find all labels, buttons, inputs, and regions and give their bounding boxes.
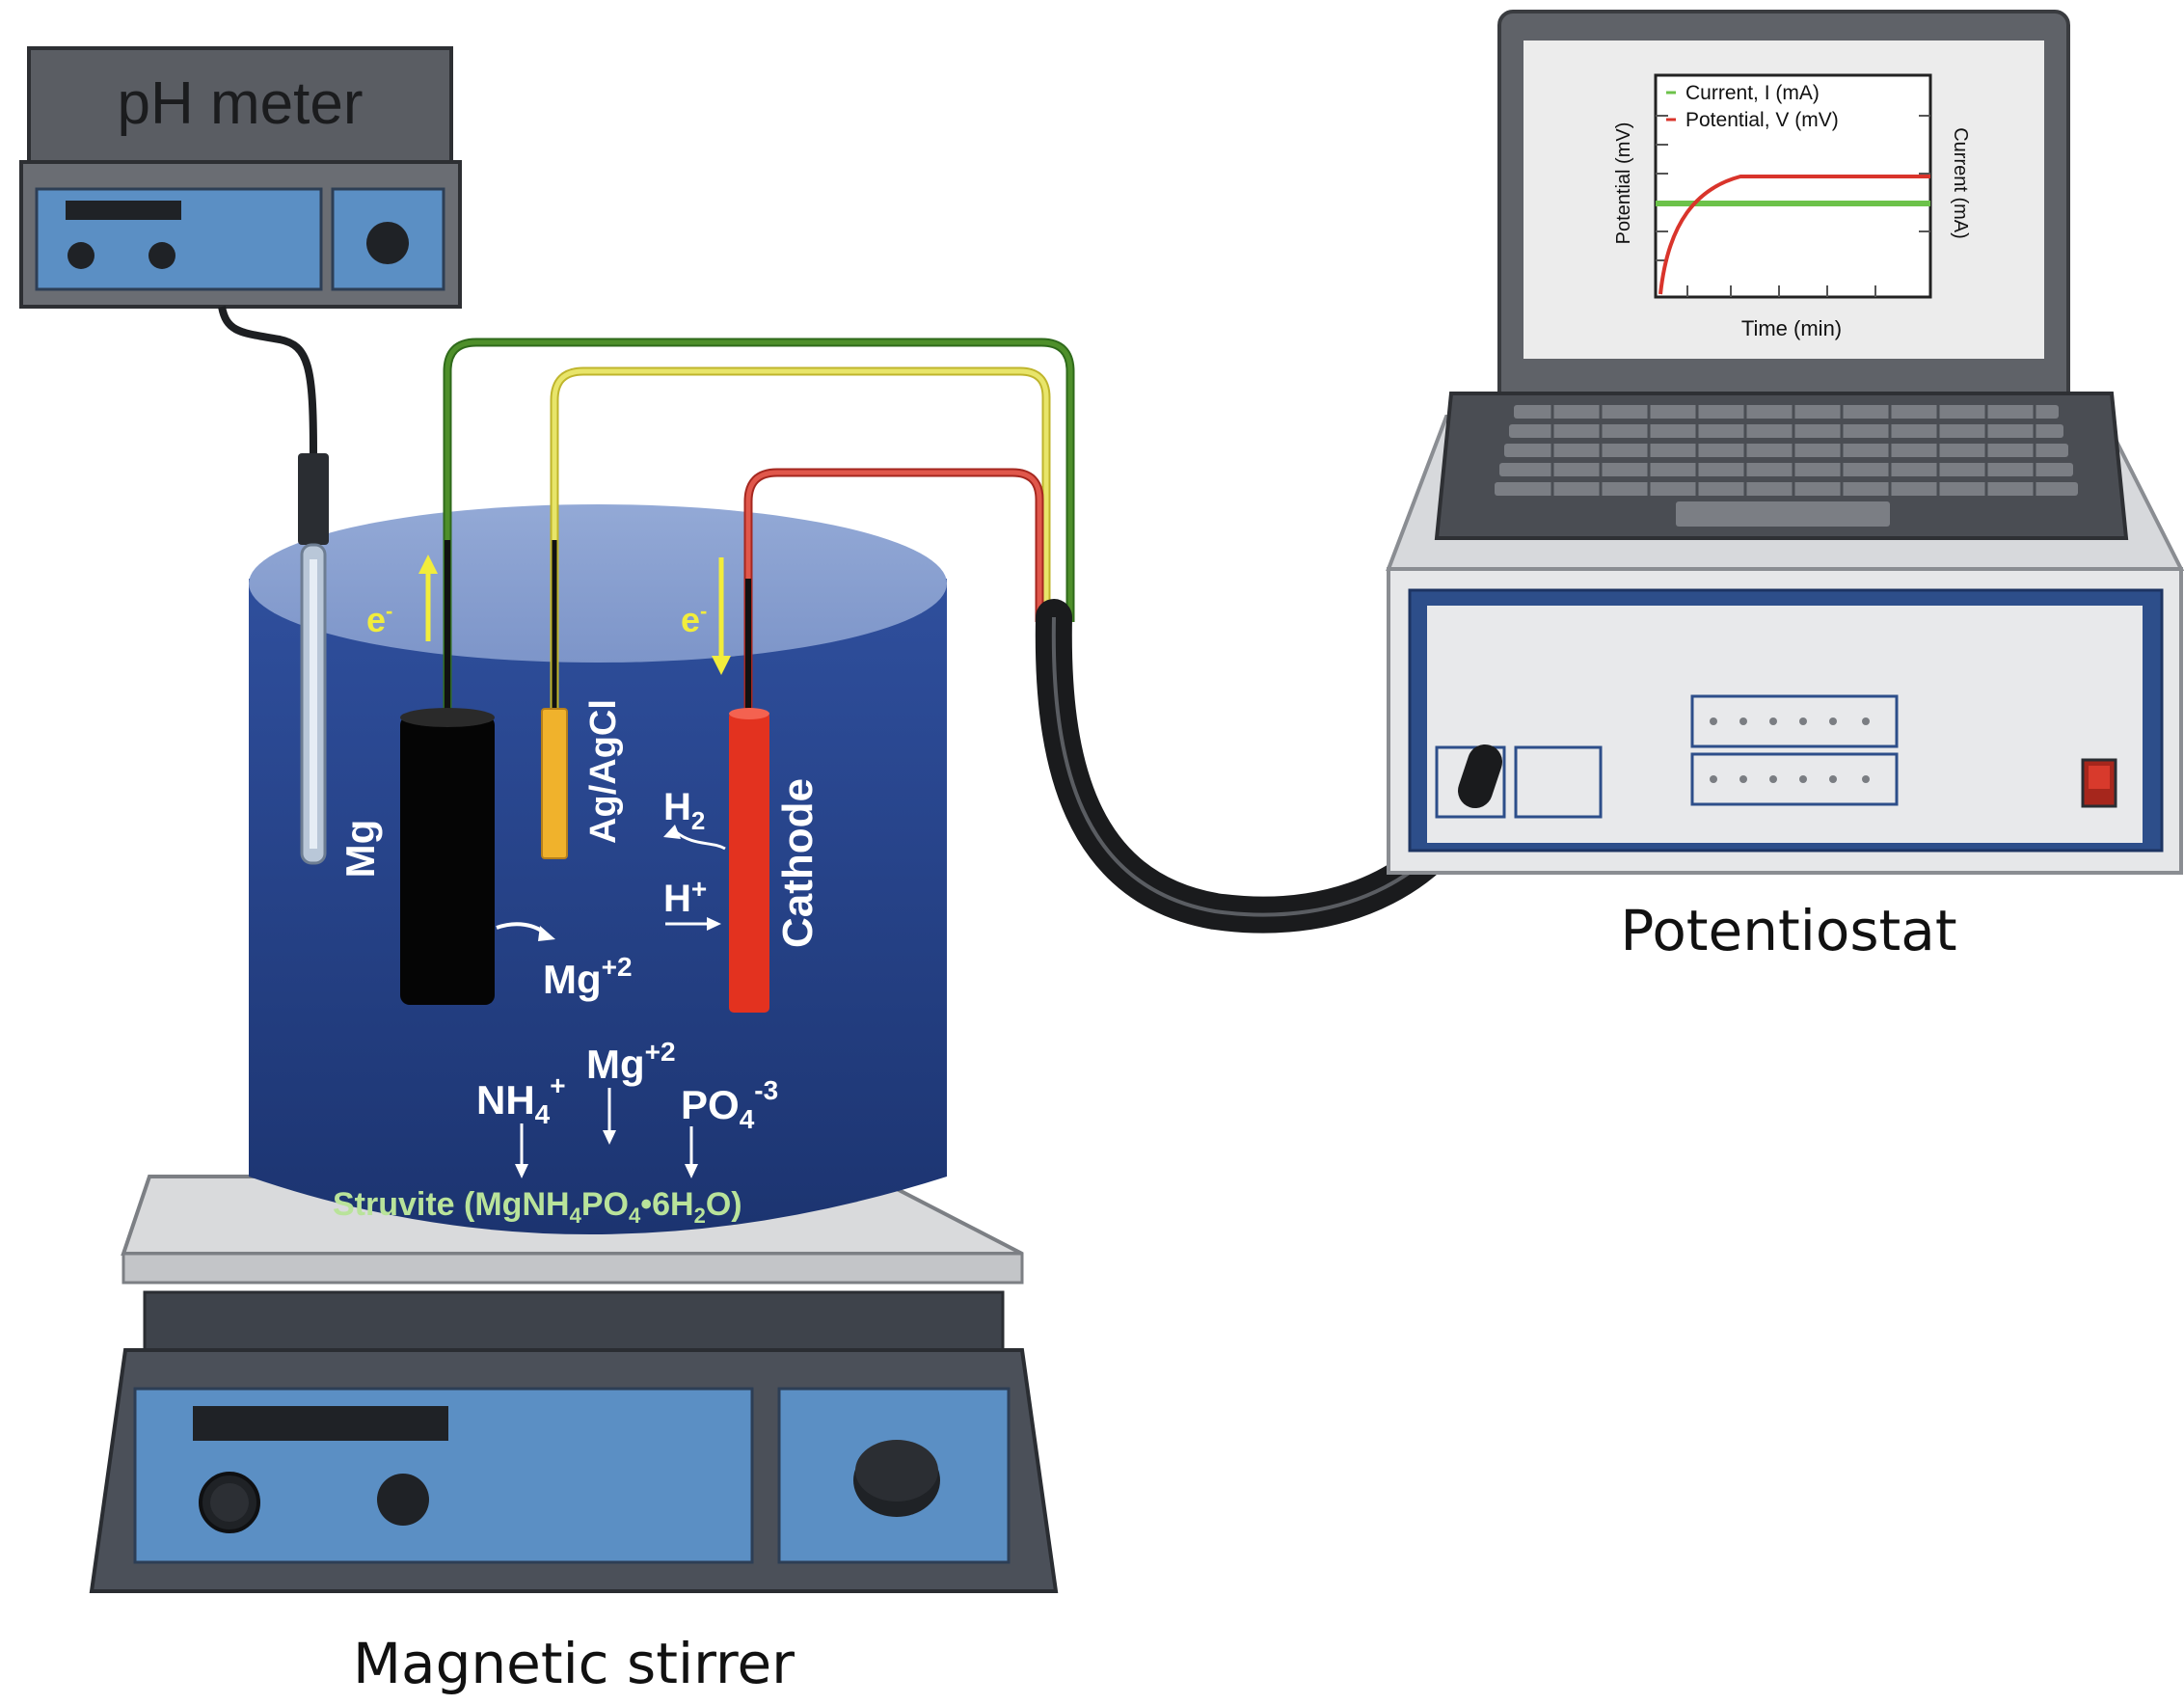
mg-label: Mg <box>337 820 383 879</box>
potentiostat-label: Potentiostat <box>1620 898 1956 963</box>
stirrer-display <box>193 1406 448 1441</box>
ph-meter-knob[interactable] <box>67 242 94 269</box>
ph-meter-dial[interactable] <box>366 222 409 264</box>
potentiostat-port[interactable] <box>1514 745 1603 819</box>
electron-flow-cathode: e- <box>681 557 731 675</box>
stirrer-knob[interactable] <box>377 1474 429 1526</box>
electron-flow-anode: e- <box>366 555 438 641</box>
solution-surface <box>249 504 947 663</box>
svg-text:H+: H+ <box>663 874 707 920</box>
struvite-label: Struvite (MgNH4PO4•6H2O) <box>333 1186 742 1228</box>
laptop-chart: Current, I (mA) Potential, V (mV) Potent… <box>1613 73 1971 340</box>
electron-label: e <box>366 600 386 639</box>
ph-meter-display <box>66 201 181 220</box>
chart-ylabel-left: Potential (mV) <box>1613 122 1634 245</box>
cathode-label: Cathode <box>774 778 822 948</box>
svg-text:H2: H2 <box>663 786 705 835</box>
mg-ion-released: Mg+2 <box>543 952 633 1002</box>
legend-potential: Potential, V (mV) <box>1685 109 1839 131</box>
svg-text:e-: e- <box>366 599 392 639</box>
h2-species: H2 <box>663 786 726 851</box>
cathode-electrode <box>729 708 769 1013</box>
mg-ion-precip: Mg+2 <box>586 1037 676 1087</box>
solution <box>249 579 947 1234</box>
ph-meter-label: pH meter <box>118 70 364 137</box>
laptop-trackpad[interactable] <box>1676 501 1890 527</box>
potential-series-line <box>1658 175 1930 295</box>
ph-probe <box>298 453 329 865</box>
reference-electrode <box>541 708 568 859</box>
hplus-species: H+ <box>663 874 721 931</box>
electron-label: e <box>681 600 700 639</box>
nh4-ion: NH4+ <box>476 1070 566 1129</box>
legend-current: Current, I (mA) <box>1685 82 1820 104</box>
po4-ion: PO4-3 <box>681 1075 778 1134</box>
ph-probe-cable <box>218 306 317 454</box>
ph-meter-knob[interactable] <box>148 242 175 269</box>
chart-ylabel-right: Current (mA) <box>1950 127 1971 239</box>
svg-text:e-: e- <box>681 599 707 639</box>
reference-label: Ag/AgCl <box>583 699 624 844</box>
magnetic-stirrer-label: Magnetic stirrer <box>353 1631 795 1696</box>
chart-xlabel: Time (min) <box>1741 316 1842 340</box>
ph-meter: pH meter <box>19 46 462 309</box>
magnetic-stirrer <box>89 1175 1059 1593</box>
mg-electrode <box>400 708 495 1005</box>
